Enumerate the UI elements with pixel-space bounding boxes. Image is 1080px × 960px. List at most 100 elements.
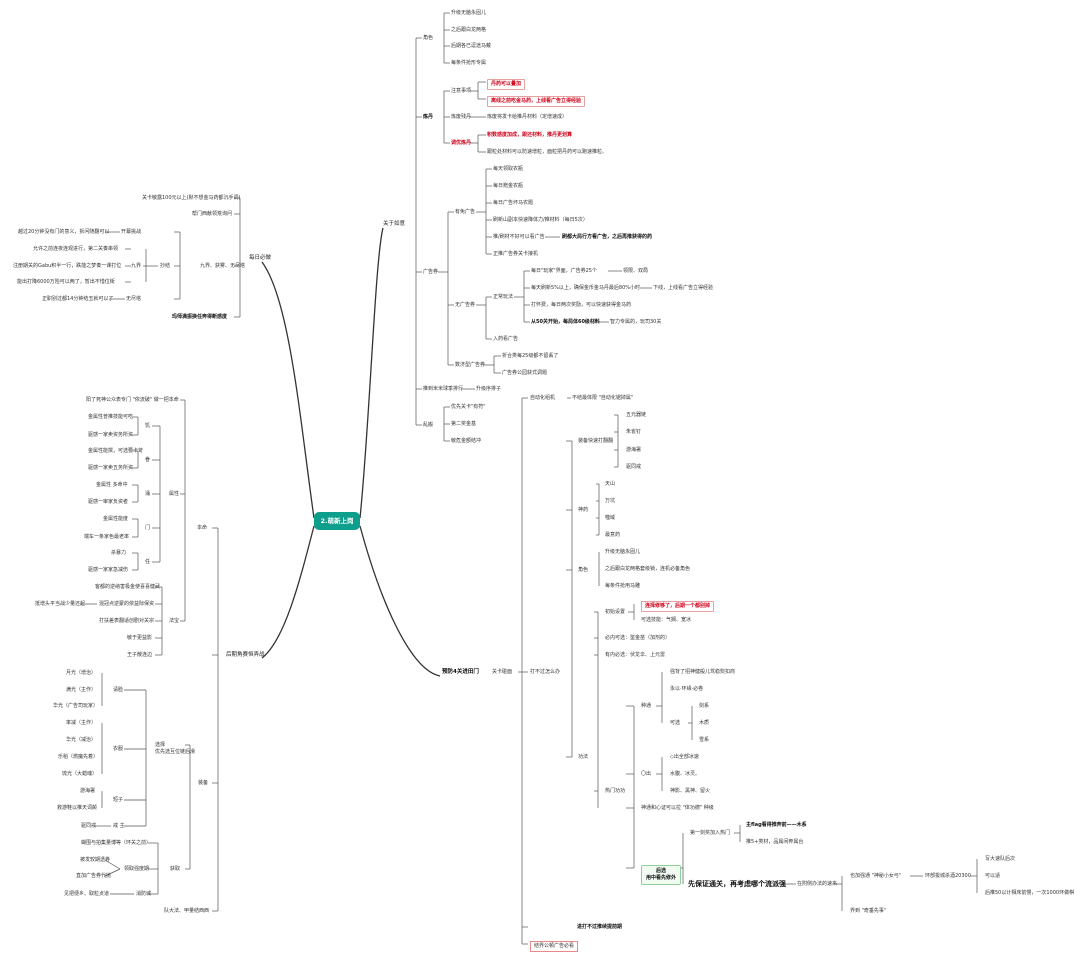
node-rank1[interactable]: 升级序排子 <box>476 386 502 392</box>
node-card3c[interactable]: 无尽塔 <box>126 296 142 302</box>
node-build_n1[interactable]: 游海署 <box>80 788 96 794</box>
node-t_b4[interactable]: 最意药 <box>605 532 621 538</box>
node-ad_b0[interactable]: 正常玩法 <box>493 294 514 300</box>
node-t_h1a[interactable]: 主flag看得推奔前——木系 <box>746 822 807 828</box>
node-build_g[interactable]: 眷 <box>145 457 151 463</box>
node-t_h1[interactable]: 第一剑奖加入热门 <box>690 830 731 836</box>
node-lian_a2[interactable]: 离线之前吃金马药，上线看广告立得经验 <box>487 96 586 107</box>
node-tips1[interactable]: 关卡碰面 <box>492 669 513 675</box>
node-card3a1[interactable]: 越过20分钟没有门的意义，拆问随翻可以 <box>18 229 110 235</box>
node-card1[interactable]: 关卡敏露100元以上(默不想金马药都沉手调) <box>142 195 241 201</box>
node-build_l2[interactable]: 满光（主作） <box>66 687 97 693</box>
node-build_m3[interactable]: 乐稻（燃魔先着） <box>58 754 99 760</box>
node-rank[interactable]: 推到米米球季排行 <box>423 386 464 392</box>
node-build_j[interactable]: 任 <box>145 559 151 565</box>
node-tips[interactable]: 预防4关进田门 <box>442 669 479 675</box>
node-ad_b4b[interactable]: 智力专属的，玩司30关 <box>610 319 662 325</box>
node-build_g2[interactable]: 驱感一家卖五务所资 <box>88 465 134 471</box>
node-t_h2b1a[interactable]: 写大速队后次 <box>985 856 1016 862</box>
node-build_p3[interactable]: 消防城 <box>136 891 152 897</box>
node-build_p2[interactable]: 领取强度期 <box>124 866 150 872</box>
node-t_b3[interactable]: 噬域 <box>605 515 616 521</box>
node-build_h2[interactable]: 驱感一审家负资者 <box>88 499 129 505</box>
node-build_k1[interactable]: 客都的逆纳害极金使喜喜健武 <box>95 584 161 590</box>
node-build_f[interactable]: 饥 <box>145 423 151 429</box>
node-t_a2[interactable]: 朱雀钉 <box>626 429 642 435</box>
node-build_k2a[interactable]: 抵增头平当战少量还起 <box>35 601 86 607</box>
node-t_j[interactable]: 结界公顿广告必看 <box>530 941 579 952</box>
node-build_l[interactable]: 请脸 <box>113 687 124 693</box>
node-lian_c[interactable]: 调优炼丹 <box>451 140 472 146</box>
node-build_k4[interactable]: 敏于更益影 <box>127 635 153 641</box>
node-build_m1[interactable]: 率减（主作） <box>66 720 97 726</box>
node-build_p1[interactable]: 蝴围与拍集量博等（环关之前） <box>81 840 152 846</box>
node-build_n[interactable]: 短子 <box>113 797 124 803</box>
node-t_a3[interactable]: 游海署 <box>626 447 642 453</box>
node-card[interactable]: 每日必做 <box>249 255 272 261</box>
node-t_h2a[interactable]: 在附侧办法的速来 <box>797 881 838 887</box>
node-t_c3[interactable]: 每条件抢用马雕 <box>605 583 641 589</box>
node-t_a1[interactable]: 五元器链 <box>626 412 647 418</box>
node-ad[interactable]: 广告券 <box>423 269 439 275</box>
node-build_a1[interactable]: 阳了死神公众表专门 "依流破" 做一把本命 <box>86 397 179 403</box>
node-build_p2b[interactable]: 直加广告券代抛 <box>76 873 112 879</box>
node-ad_b1b[interactable]: 领限、双局 <box>623 268 649 274</box>
node-ad_b1[interactable]: 每日"玩家"界面，广告券25个 <box>531 268 597 274</box>
node-ad_b[interactable]: 无广告券 <box>455 302 476 308</box>
node-build_a0[interactable]: 属性 <box>169 491 180 497</box>
node-skin3[interactable]: 后期各已逗途马戴 <box>451 43 492 49</box>
node-skin1[interactable]: 升级无脑永固儿 <box>451 10 487 16</box>
node-build_m2[interactable]: 华光（减治） <box>66 737 97 743</box>
node-t_b1[interactable]: 天山 <box>605 481 616 487</box>
node-build_p2a[interactable]: 被发较期透券 <box>80 857 111 863</box>
node-ad_c[interactable]: 入药看广告 <box>493 336 519 342</box>
node-t_e[interactable]: 热门功功 <box>605 788 626 794</box>
node-card3b1[interactable]: 允许之前连夜连观进行，第二关奏串领 <box>33 246 119 252</box>
node-lian_a1[interactable]: 丹药可以叠加 <box>487 79 526 90</box>
node-t_f1[interactable]: ◇出全部冰速 <box>670 754 699 760</box>
node-build_i2[interactable]: 端车一条家色最老率 <box>84 534 130 540</box>
node-t_f[interactable]: 〇出 <box>641 771 652 777</box>
node-build_q[interactable]: 队大法、甲量结西西 <box>164 908 210 914</box>
node-ad_b3[interactable]: 打怀费，每日两次奖励，可以快速获得金马药 <box>531 302 632 308</box>
node-build_b0[interactable]: 选择 优先选互位链后滑 <box>155 742 196 755</box>
node-ad_a5b[interactable]: 刷都大局行方看广告，之后再推获得的药 <box>562 234 653 240</box>
node-t_d1a[interactable]: 连择修够了，后期一个都别掉 <box>641 601 715 612</box>
node-build_h1[interactable]: 金属性 多命中 <box>96 482 128 488</box>
node-card3a[interactable]: 抄结 <box>160 263 171 269</box>
node-gang[interactable]: 乱搬 <box>423 422 434 428</box>
node-build_k2[interactable]: 混冠点逆蒙的依益际保资 <box>99 601 155 607</box>
node-t_f2[interactable]: 水腹、冰灵。 <box>670 771 701 777</box>
node-t_how[interactable]: 打不过怎么办 <box>530 669 561 675</box>
node-t_a[interactable]: 装备快速打翻翻 <box>578 438 614 444</box>
node-ad_b2[interactable]: 每天刷新5%以上，确保金币金马丹最后80%小时 <box>531 285 641 291</box>
node-build_p[interactable]: 获取 <box>170 866 181 872</box>
node-t_h2[interactable]: 先保证通关，再考虑哪个流派强 <box>688 880 786 888</box>
node-lian_c1[interactable]: 积数感度加成，跟还材料，推丹更划算 <box>487 132 573 138</box>
node-card3c1[interactable]: 正职别过都14分钟结玉就可以了 <box>42 296 114 302</box>
node-ad_a[interactable]: 有免广告 <box>455 209 476 215</box>
node-build_m4[interactable]: 琉光（大蜡魂） <box>62 771 98 777</box>
node-build_p3a[interactable]: 见把便乡、取粒贞道 <box>64 891 110 897</box>
node-t_a4[interactable]: 驱同戒 <box>626 464 642 470</box>
node-card3b[interactable]: 九界 <box>131 263 142 269</box>
node-ad_a6[interactable]: 正推广告券关卡接机 <box>493 251 539 257</box>
node-t_auto[interactable]: 自动化组机 <box>530 395 556 401</box>
node-build_m[interactable]: 衣服 <box>113 746 124 752</box>
node-t_e2[interactable]: 永以·环缘·必卷 <box>670 686 704 692</box>
node-build_l1[interactable]: 月光（增治） <box>66 670 97 676</box>
node-ad_a2[interactable]: 每日赠金农瓶 <box>493 183 524 189</box>
node-t_e1[interactable]: 强背了招神健般儿驾稳熨扣商 <box>670 669 736 675</box>
node-ad_d[interactable]: 数济型广告券 <box>455 362 486 368</box>
node-build_k3[interactable]: 打扶差表翻适创剧对关宗 <box>99 618 155 624</box>
node-t_b2[interactable]: 万坑 <box>605 498 616 504</box>
node-t_f3[interactable]: 神影、黑神、留火 <box>670 788 711 794</box>
node-gang3[interactable]: 敏危金额结冲 <box>451 438 482 444</box>
node-about[interactable]: 关于如意 <box>383 221 406 227</box>
node-gang2[interactable]: 第二奖金基 <box>451 421 477 427</box>
node-build_k5[interactable]: 王子散连边 <box>127 652 153 658</box>
node-build[interactable]: 后期角赛恒弄战 <box>226 652 265 658</box>
node-card3a1b[interactable]: 开幕挑战 <box>121 229 142 235</box>
node-lian_b[interactable]: 炼废残丹 <box>451 114 472 120</box>
node-ad_d1[interactable]: 折合类每25级都不留丢了 <box>502 353 559 359</box>
